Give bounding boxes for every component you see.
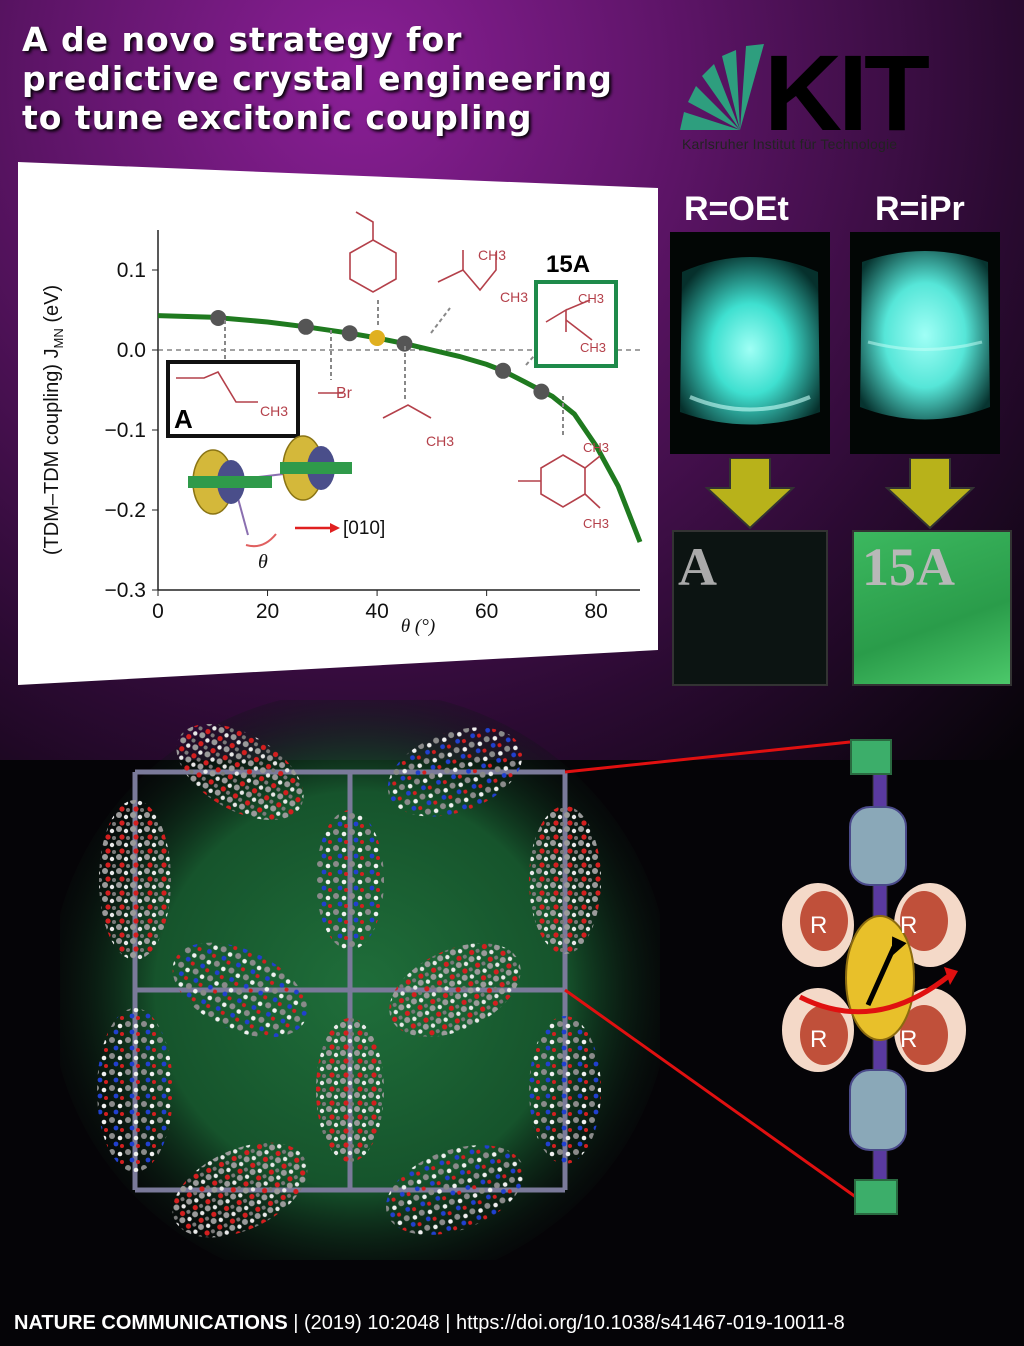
theta-arc-icon (245, 533, 277, 548)
lattice-molecules (97, 723, 601, 1238)
phenyl-ring-icon (349, 239, 397, 293)
x-tick-label: 0 (152, 600, 164, 623)
crystal-lattice-image (60, 700, 660, 1260)
y-ticks: 0.1 0.0 −0.1 −0.2 −0.3 (105, 259, 158, 602)
mesityl-ch3-label-2: CH3 (583, 516, 609, 531)
headline-line-1: A de novo strategy for (22, 20, 463, 59)
mesityl-me2 (584, 493, 601, 509)
data-point (297, 318, 314, 335)
footer-reference: | (2019) 10:2048 | https://doi.org/10.10… (287, 1312, 845, 1334)
coupling-curve (157, 313, 643, 543)
mesityl-ch3-label-1: CH3 (583, 440, 609, 455)
substituent-structures (318, 211, 601, 509)
kit-logo-text: KIT (764, 32, 929, 153)
y-axis-label-main: (TDM–TDM coupling) J (41, 348, 63, 555)
isopropyl-branch (565, 319, 593, 341)
r-label-2: R (900, 912, 917, 939)
headline-line-3: to tune excitonic coupling (22, 98, 533, 137)
rotation-arrowhead-icon (944, 967, 958, 985)
dipole-arrow-icon (865, 945, 897, 1007)
ethoxy-structure (176, 370, 258, 403)
rotation-arrow-icon (798, 973, 952, 1015)
end-cap-top-icon (850, 739, 892, 775)
15a-ch3-label-1: CH3 (578, 291, 604, 306)
box-15a (534, 280, 618, 368)
tbutyl-structure (437, 252, 497, 292)
connector-lines (564, 740, 861, 1202)
headline: A de novo strategy for predictive crysta… (22, 20, 662, 137)
direction-label: [010] (343, 518, 385, 539)
y-tick-label: 0.1 (117, 259, 146, 282)
x-tick-label: 20 (256, 600, 279, 623)
molecule-diagram: R R R R (782, 739, 966, 1215)
linker-bottom-icon (849, 1069, 907, 1151)
box-a (166, 360, 300, 438)
data-points (210, 310, 550, 400)
data-point (341, 325, 358, 342)
data-point (533, 383, 550, 400)
data-point (369, 330, 386, 346)
vial-ipr-image (850, 232, 1000, 454)
mesityl-me1 (584, 455, 601, 469)
kit-logo-subtitle: Karlsruher Institut für Technologie (682, 136, 898, 152)
x-tick-label: 40 (365, 600, 388, 623)
y-tick-label: −0.1 (105, 419, 146, 442)
r-label-4: R (900, 1026, 917, 1053)
kit-logo: KIT (680, 32, 933, 153)
label-15a: 15A (546, 251, 590, 278)
y-axis-label-sub: MN (51, 328, 66, 348)
data-point (495, 362, 512, 379)
packing-inset (188, 435, 352, 548)
x-tick-label: 60 (475, 600, 498, 623)
film-15a-label: 15A (862, 537, 955, 597)
x-tick-label: 80 (585, 600, 608, 623)
footer-journal: NATURE COMMUNICATIONS (14, 1312, 288, 1334)
arrow-down-right-icon (885, 458, 975, 530)
vial-label-oet: R=OEt (684, 190, 789, 228)
y-tick-label: 0.0 (117, 339, 146, 362)
ethyl-structure (382, 404, 432, 419)
vial-ipr (850, 232, 1000, 454)
direction-arrowhead-icon (330, 523, 340, 533)
isopropyl-structure (545, 299, 591, 332)
tbutyl-ch3-label-2: CH3 (500, 289, 528, 305)
dipole-arrowhead-icon (891, 936, 907, 957)
x-ticks: 0 20 40 60 80 (152, 590, 608, 623)
y-tick-label: −0.3 (105, 579, 146, 602)
vial-oet (670, 232, 830, 454)
ethyl-ch3-label: CH3 (426, 433, 454, 449)
tbutyl-ch3-label-1: CH3 (478, 247, 506, 263)
phenyl-linker (355, 211, 374, 240)
film-a: A (672, 530, 828, 686)
kit-logo-fan-icon (680, 44, 764, 130)
x-axis-label: θ (°) (401, 616, 435, 637)
r-label-1: R (810, 912, 827, 939)
data-point (396, 335, 413, 352)
rod-icon-1 (188, 476, 272, 488)
linker-top-icon (849, 806, 907, 886)
film-a-label: A (678, 537, 717, 597)
box-a-label: A (174, 404, 193, 434)
headline-line-2: predictive crystal engineering (22, 59, 613, 98)
data-point (210, 310, 227, 326)
y-tick-label: −0.2 (105, 499, 146, 522)
film-15a: 15A (852, 530, 1012, 686)
plot-background (18, 162, 658, 685)
end-cap-bottom-icon (854, 1179, 898, 1215)
15a-ch3-label-2: CH3 (580, 340, 606, 355)
br-label: Br (336, 385, 353, 402)
rod-icon-2 (280, 462, 352, 474)
arrow-tbutyl (430, 307, 451, 334)
vial-oet-image (670, 232, 830, 454)
r-label-3: R (810, 1026, 827, 1053)
theta-symbol: θ (258, 551, 268, 573)
box-a-ch3-label: CH3 (260, 403, 288, 419)
footer-citation: NATURE COMMUNICATIONS | (2019) 10:2048 |… (14, 1312, 845, 1335)
coupling-plot: 0.1 0.0 −0.1 −0.2 −0.3 0 20 40 60 80 (TDM–TDM co… (18, 162, 658, 685)
y-axis-label-unit: (eV) (41, 285, 63, 328)
vial-label-ipr: R=iPr (875, 190, 965, 228)
arrow-down-left-icon (705, 458, 795, 530)
y-axis-label: (TDM–TDM coupling) JMN (eV) (41, 285, 66, 555)
